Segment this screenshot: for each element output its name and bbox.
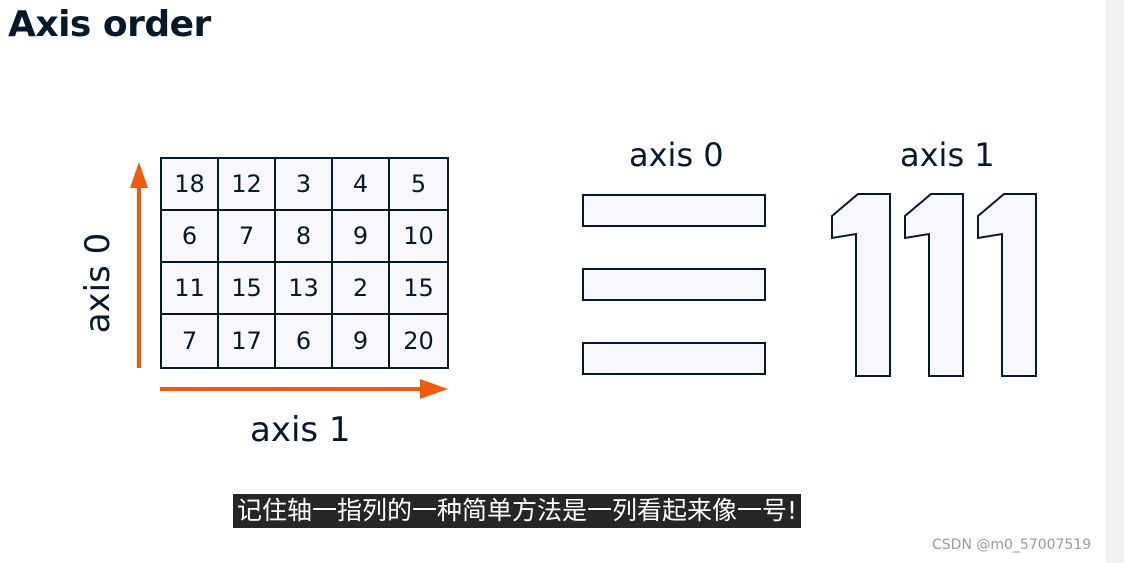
video-subtitle: 记住轴一指列的一种简单方法是一列看起来像一号! [233, 494, 802, 528]
grid-cell: 11 [162, 263, 219, 315]
grid-cell: 9 [333, 211, 390, 263]
axis0-arrow [130, 162, 148, 368]
one-shape-icon [977, 193, 1037, 377]
grid-cell: 9 [333, 315, 390, 367]
one-shape-icon [904, 193, 964, 377]
axis0-label-right: axis 0 [629, 136, 724, 174]
grid-cell: 3 [276, 159, 333, 211]
grid-cell: 5 [390, 159, 447, 211]
bar-shape [582, 342, 766, 375]
axis1-label-bottom: axis 1 [250, 410, 351, 450]
grid-cell: 6 [276, 315, 333, 367]
grid-cell: 7 [162, 315, 219, 367]
grid-cell: 12 [219, 159, 276, 211]
axis1-label-right: axis 1 [900, 136, 995, 174]
page-title: Axis order [8, 4, 211, 45]
grid-cell: 18 [162, 159, 219, 211]
grid-cell: 20 [403, 327, 434, 355]
grid-cell: 2 [333, 263, 390, 315]
grid-cell: 13 [276, 263, 333, 315]
grid-cell: 7 [219, 211, 276, 263]
axis1-arrow [160, 379, 448, 399]
right-scroll-strip [1106, 0, 1124, 563]
grid-cell: 8 [276, 211, 333, 263]
bar-shape [582, 268, 766, 301]
grid-cell: 10 [390, 211, 447, 263]
watermark: CSDN @m0_57007519 [932, 537, 1092, 553]
grid-cell: 15 [390, 263, 447, 315]
grid-cell: 15 [219, 263, 276, 315]
bar-shape [582, 194, 766, 227]
grid-cell: 6 [162, 211, 219, 263]
one-shape-icon [831, 193, 891, 377]
grid-cell: 4 [333, 159, 390, 211]
grid-cell: 17 [219, 315, 276, 367]
